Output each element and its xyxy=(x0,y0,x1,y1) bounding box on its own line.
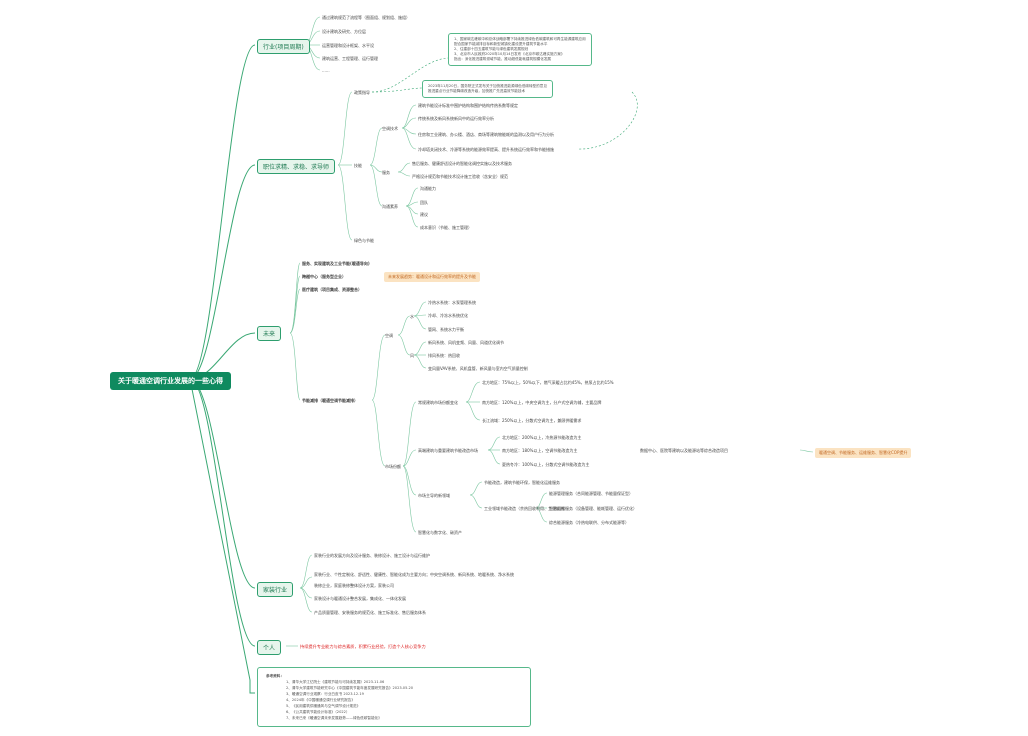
topic-family[interactable]: 家装行业 xyxy=(257,582,294,597)
career-ac-tech[interactable]: 空调技术 xyxy=(382,126,398,131)
reference-item: 1、清华大学江亿院士《建筑节能与可持续发展》2023.11.06 xyxy=(286,680,385,684)
ac-water-item[interactable]: 管网、系统水力平衡 xyxy=(428,327,464,332)
topic-future[interactable]: 未来 xyxy=(257,326,282,341)
career-policy[interactable]: 政策指导 xyxy=(354,90,370,95)
market-node[interactable]: 市场份额 xyxy=(385,464,401,469)
family-item[interactable]: 产品质量管理、安装服务的规范化、施工标准化、售后服务体系 xyxy=(314,610,426,615)
market-m1-item[interactable]: 南方地区：120%以上，中央空调为主，分户式空调为辅，主要品牌 xyxy=(482,400,602,405)
policy-note-line: 2、住建部十四五建筑节能与绿色建筑发展规划 xyxy=(454,47,529,51)
ac-tech-item[interactable]: 传统系统及新风系统新风中的运行效率分析 xyxy=(418,116,494,121)
future-note: 未来发展趋势：暖通设计和运行效率的提升及节能 xyxy=(384,272,480,282)
quality-item[interactable]: 成本意识（节能、施工管理） xyxy=(420,225,472,230)
reference-item: 7、未来已来《暖通空调未来发展趋势——绿色低碳智能化》 xyxy=(286,716,382,720)
ac-air-item[interactable]: 新风系统、风机变频、风量、风道优化调节 xyxy=(428,340,504,345)
root-topic[interactable]: 关于暖通空调行业发展的一些心得 xyxy=(110,372,231,390)
market-m3-item[interactable]: 工业领域节能改造（余热回收利用、工业废热） xyxy=(484,506,568,511)
career-service[interactable]: 服务 xyxy=(382,170,390,175)
market-m3-sub[interactable]: 智慧运维服务（设备管理、能耗管理、运行优化） xyxy=(549,506,637,511)
references-title: 参考资料： xyxy=(266,674,284,678)
industry-item[interactable]: 通过建筑规范了流程等（图面组、规划组、施组） xyxy=(322,15,410,20)
reference-item: 5、《民用建筑供暖通风与空气调节设计规范》 xyxy=(286,704,361,708)
topic-career[interactable]: 职位求精、求稳、求导师 xyxy=(257,159,336,174)
family-item[interactable]: 家装行业的发展方向及设计服务、装修设计、施工设计与运行维护 xyxy=(314,553,430,558)
market-highlight: 暖通空调、节能服务、运维服务、智慧化COP提升 xyxy=(815,448,912,458)
ac-air-item[interactable]: 变风量VAV系统、风机盘管、新风量与室内空气质量控制 xyxy=(428,366,528,371)
future-item[interactable]: 服务、实现建筑及工业节能(暖通导向) xyxy=(302,261,370,266)
policy-note-line: 2023年11月20日，国务院正式发布关于加快推进能源绿色低碳转型的意见 xyxy=(428,84,547,88)
ac-water-item[interactable]: 冷热水系统：水泵管理系统 xyxy=(428,300,476,305)
policy-note-2: 2023年11月20日，国务院正式发布关于加快推进能源绿色低碳转型的意见 推进重… xyxy=(422,80,553,98)
reference-item: 2、清华大学建筑节能研究中心《中国建筑节能年度发展研究报告》2023.05.20 xyxy=(286,686,414,690)
ac-tech-item[interactable]: 建筑节能设计标准中围护结构和围护结构传热系数等规定 xyxy=(418,103,518,108)
market-m2-item[interactable]: 夏热冬冷：100%以上，分散式空调节能改造为主 xyxy=(502,462,590,467)
quality-item[interactable]: 沟通能力 xyxy=(420,186,436,191)
market-m1[interactable]: 常规建筑市场份额变化 xyxy=(418,400,458,405)
quality-item[interactable]: 团队 xyxy=(420,200,428,205)
industry-item[interactable]: 建筑运营、工程管理、运行管理 xyxy=(322,56,378,61)
market-m2-item[interactable]: 南方地区：180%以上，空调节能改造为主 xyxy=(502,448,578,453)
service-item[interactable]: 售后服务、健康舒适设计的智能化调控实施以及技术服务 xyxy=(412,161,512,166)
future-item[interactable]: 医疗建筑（项目集成、资源整合） xyxy=(302,287,362,292)
market-m2-item[interactable]: 北方地区：200%以上，冷热源节能改造为主 xyxy=(502,435,582,440)
ac-tech-item[interactable]: 住房和工业建筑、办公楼、酒店、商场等建筑物能耗的监测以及用户行为分析 xyxy=(418,132,554,137)
family-item[interactable]: 装修企业，家庭装修整体设计方案，家装公司 xyxy=(314,583,394,588)
service-item[interactable]: 严格设计规范和节能技术设计施工验收（含安全）规范 xyxy=(412,174,508,179)
ac-air-item[interactable]: 排风系统：热回收 xyxy=(428,353,460,358)
market-m2-note: 数据中心、医院等建筑以及能源站等综合改造项目 xyxy=(640,448,728,453)
reference-item: 4、2024年《中国暖通空调行业研究报告》 xyxy=(286,698,355,702)
future-item[interactable]: 跨越中心（服务型企业） xyxy=(302,274,346,279)
personal-item[interactable]: 持续提升专业能力与综合素质，积累行业经验，打造个人核心竞争力 xyxy=(300,644,426,649)
family-item[interactable]: 家装行业、个性定制化、舒适性、健康性、智能化成为主要方向；中央空调系统、新风系统… xyxy=(314,572,514,577)
policy-note-line: 3、北京市人民政府2020年10月14日发布《北京市碳达峰实施方案》 xyxy=(454,52,565,56)
market-m3-sub[interactable]: 能源管理服务（合同能源管理、节能量保证型） xyxy=(549,491,633,496)
future-trend[interactable]: 节能减排（暖通空调节能减排） xyxy=(302,398,358,403)
policy-note-line: 推进重点行业节能降碳改造升级，加快推广先进高效节能技术 xyxy=(428,89,526,93)
career-quality[interactable]: 沟通素养 xyxy=(382,204,398,209)
industry-item[interactable]: ...... xyxy=(322,68,330,73)
ac-air[interactable]: 风 xyxy=(410,353,414,358)
ac-tech-item[interactable]: 冷却塔关闭技术、冷源等系统的能源效率提高、提升系统运行效率和节能措施 xyxy=(418,147,554,152)
family-item[interactable]: 家装设计与暖通设计整合发展，集成化、一体化发展 xyxy=(314,596,406,601)
reference-item: 3、暖通空调行业观察：行业白皮书 2023.12.19 xyxy=(286,692,364,696)
reference-item: 6、《公共建筑节能设计标准》（2022） xyxy=(286,710,350,714)
career-green[interactable]: 绿色与节能 xyxy=(354,238,374,243)
ac-node[interactable]: 空调 xyxy=(385,333,393,338)
industry-item[interactable]: 设计建筑及研究、方位层 xyxy=(322,29,366,34)
industry-item[interactable]: 运营管理和设计框架、水平设 xyxy=(322,43,374,48)
ac-water-item[interactable]: 冷却、冷冻水系统优化 xyxy=(428,313,468,318)
policy-note-line: 指出：深化推进建筑领域节能，推动超低能耗建筑规模化发展 xyxy=(454,57,552,61)
market-m3-sub[interactable]: 综合能源服务（冷热电联供、分布式能源等） xyxy=(549,520,629,525)
market-m1-item[interactable]: 长江流域：250%以上，分散式空调为主，兼顾供暖需求 xyxy=(482,418,582,423)
topic-industry[interactable]: 行业(项目周期) xyxy=(257,39,310,54)
policy-note-line: 1、国家碳达峰碳中和总体战略部署下持续推进绿色低碳建筑和可再生能源建筑应用 xyxy=(454,37,586,41)
market-m4[interactable]: 智慧化与数字化、碳资产 xyxy=(418,530,462,535)
quality-item[interactable]: 建议 xyxy=(420,212,428,217)
career-tech[interactable]: 技能 xyxy=(354,163,362,168)
policy-note: 1、国家碳达峰碳中和总体战略部署下持续推进绿色低碳建筑和可再生能源建筑应用 配合… xyxy=(448,33,592,66)
market-m1-item[interactable]: 北方地区：75%以上，50%以下，燃气采暖占比约45%，热泵占比约15% xyxy=(482,380,614,385)
market-m3[interactable]: 市场主导的新领域 xyxy=(418,493,450,498)
references-box: 参考资料： 1、清华大学江亿院士《建筑节能与可持续发展》2023.11.06 2… xyxy=(257,667,531,727)
market-m2[interactable]: 高端建筑与重要建筑节能改造市场 xyxy=(418,448,478,453)
topic-personal[interactable]: 个人 xyxy=(257,640,282,655)
policy-note-line: 配合国家节能减排目标和新型城镇化建设提升建筑节能水平 xyxy=(454,42,548,46)
ac-water[interactable]: 水 xyxy=(410,314,414,319)
market-m3-item[interactable]: 节能改造，建筑节能环保，智能化运维服务 xyxy=(484,480,560,485)
